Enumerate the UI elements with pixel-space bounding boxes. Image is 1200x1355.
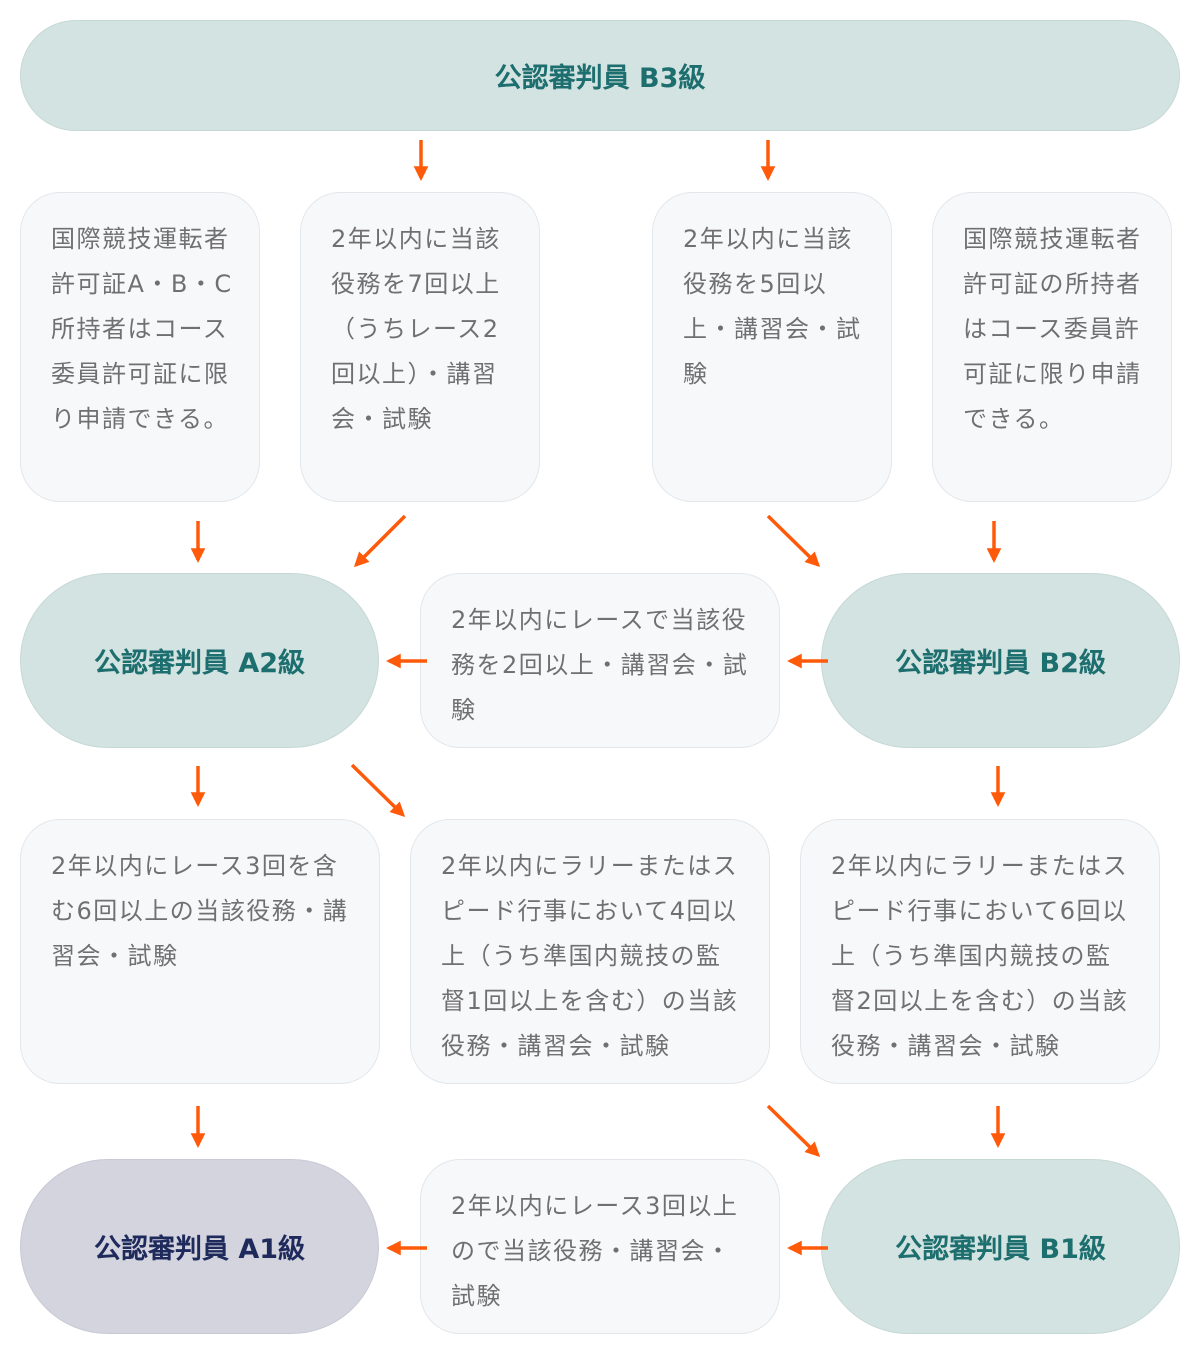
condition-b3-to-a2: 2年以内に当該役務を7回以上（うちレース2回以上）・講習会・試験 [300,192,540,502]
condition-b2-to-b1: 2年以内にラリーまたはスピード行事において6回以上（うち準国内競技の監督2回以上… [800,819,1160,1084]
condition-text: 2年以内にレース3回を含む6回以上の当該役務・講習会・試験 [51,852,349,970]
arrow-cond-to-b1-diagonal [766,1104,821,1158]
node-a2-label: 公認審判員 A2級 [93,648,306,679]
condition-text: 国際競技運転者許可証の所持者はコース委員許可証に限り申請できる。 [963,225,1142,433]
condition-b1-to-a1: 2年以内にレース3回以上ので当該役務・講習会・試験 [420,1159,780,1334]
node-b3: 公認審判員 B3級 [20,20,1180,131]
node-a2: 公認審判員 A2級 [20,573,379,748]
condition-b3-to-a2-license: 国際競技運転者許可証A・B・C所持者はコース委員許可証に限り申請できる。 [20,192,260,502]
condition-b2-to-a2: 2年以内にレースで当該役務を2回以上・講習会・試験 [420,573,780,748]
condition-text: 2年以内に当該役務を5回以上・講習会・試験 [683,225,862,388]
condition-a2-to-b1: 2年以内にラリーまたはスピード行事において4回以上（うち準国内競技の監督1回以上… [410,819,770,1084]
node-a1-label: 公認審判員 A1級 [93,1234,306,1265]
condition-a2-to-a1: 2年以内にレース3回を含む6回以上の当該役務・講習会・試験 [20,819,380,1084]
condition-b3-to-b2: 2年以内に当該役務を5回以上・講習会・試験 [652,192,892,502]
arrow-cond-to-a2 [353,514,407,568]
node-b3-label: 公認審判員 B3級 [494,63,706,94]
node-b1-label: 公認審判員 B1級 [895,1234,1106,1265]
node-b2: 公認審判員 B2級 [821,573,1180,748]
condition-text: 2年以内にレース3回以上ので当該役務・講習会・試験 [451,1192,739,1310]
arrow-a2-diagonal [350,763,406,818]
arrow-cond-to-b2 [766,514,821,568]
condition-text: 2年以内にレースで当該役務を2回以上・講習会・試験 [451,606,749,724]
condition-text: 2年以内にラリーまたはスピード行事において4回以上（うち準国内競技の監督1回以上… [441,852,739,1060]
condition-text: 国際競技運転者許可証A・B・C所持者はコース委員許可証に限り申請できる。 [51,225,233,433]
node-b1: 公認審判員 B1級 [821,1159,1180,1334]
node-a1: 公認審判員 A1級 [20,1159,379,1334]
condition-b3-to-b2-license: 国際競技運転者許可証の所持者はコース委員許可証に限り申請できる。 [932,192,1172,502]
condition-text: 2年以内にラリーまたはスピード行事において6回以上（うち準国内競技の監督2回以上… [831,852,1129,1060]
node-b2-label: 公認審判員 B2級 [895,648,1106,679]
condition-text: 2年以内に当該役務を7回以上（うちレース2回以上）・講習会・試験 [331,225,501,433]
